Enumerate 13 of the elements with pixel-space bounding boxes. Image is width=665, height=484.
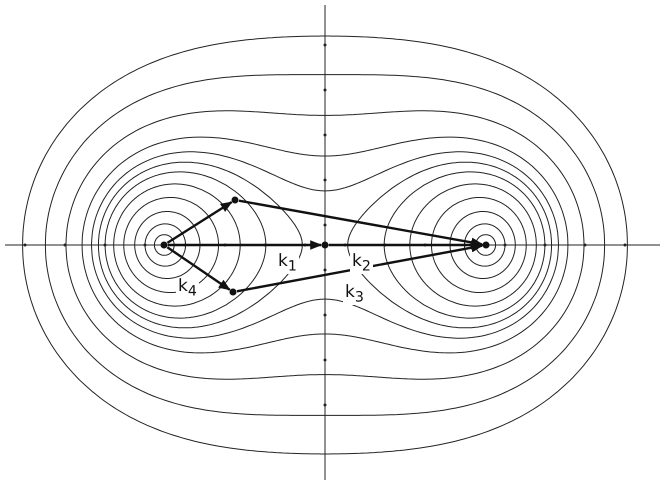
- point-marker: [232, 196, 238, 204]
- arrow: [166, 246, 231, 291]
- point-marker: [482, 242, 490, 248]
- arrow: [329, 240, 484, 250]
- arrow: [236, 242, 484, 292]
- point-marker: [160, 242, 168, 248]
- point-marker: [230, 288, 236, 296]
- arrow: [166, 201, 233, 244]
- edge-label: k$_{3}$: [343, 284, 366, 305]
- edge-label: k$_{2}$: [350, 253, 373, 274]
- arrow: [168, 240, 322, 250]
- arrow: [238, 200, 484, 248]
- point-marker: [322, 242, 328, 248]
